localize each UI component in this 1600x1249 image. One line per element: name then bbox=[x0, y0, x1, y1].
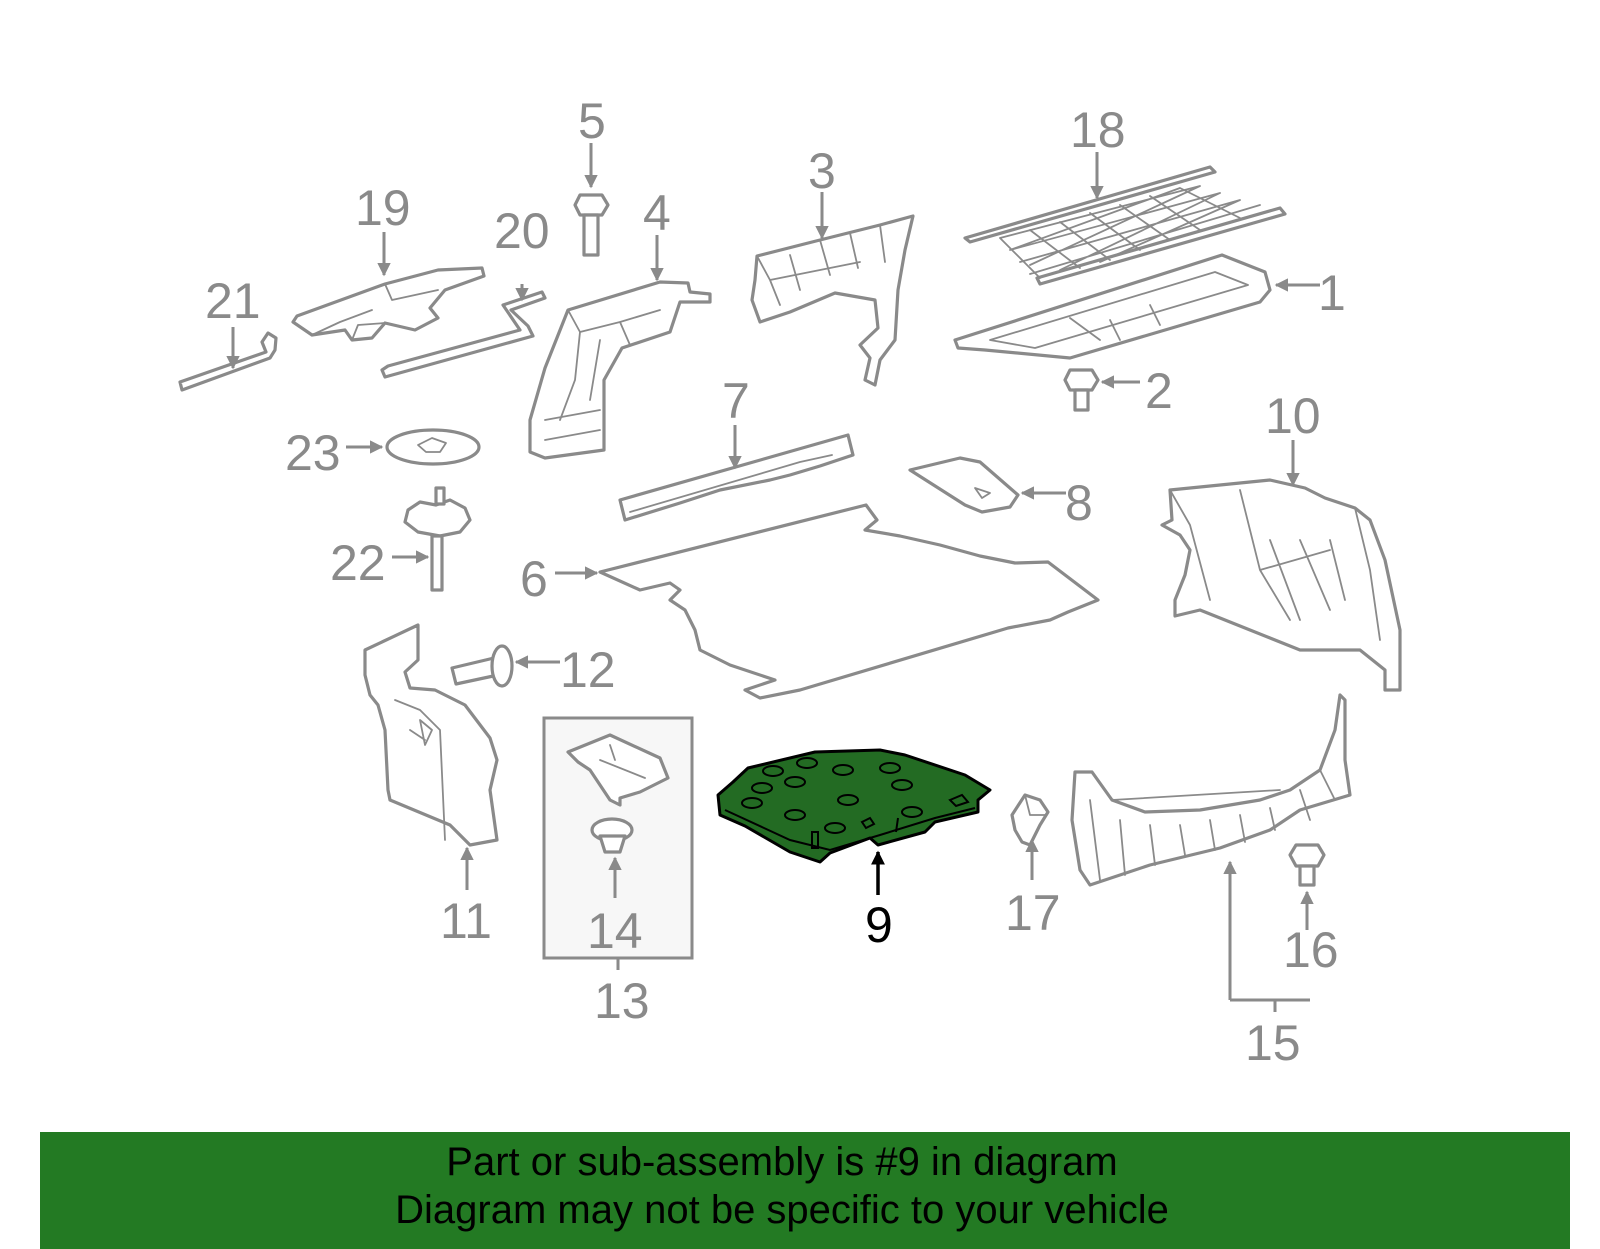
part-23-cover[interactable]: 23 bbox=[285, 425, 481, 481]
callout-3: 3 bbox=[808, 143, 836, 199]
callout-21: 21 bbox=[205, 273, 261, 329]
callout-7: 7 bbox=[722, 373, 750, 429]
callout-20: 20 bbox=[494, 203, 550, 259]
callout-14: 14 bbox=[587, 903, 643, 959]
part-12-pin[interactable]: 12 bbox=[450, 642, 616, 698]
callout-18: 18 bbox=[1070, 102, 1126, 158]
part-15-sill-plate[interactable]: 15 bbox=[1070, 693, 1352, 1071]
part-9-highlighted-tray[interactable]: 9 bbox=[716, 748, 992, 953]
callout-22: 22 bbox=[330, 535, 386, 591]
footer-part-note: Part or sub-assembly is #9 in diagram bbox=[446, 1140, 1118, 1184]
part-13-kit-group[interactable]: 14 13 bbox=[542, 716, 694, 1029]
callout-6: 6 bbox=[520, 551, 548, 607]
callout-17: 17 bbox=[1005, 885, 1061, 941]
callout-1: 1 bbox=[1318, 265, 1346, 321]
part-1-shelf[interactable]: 1 bbox=[953, 253, 1346, 360]
callout-11: 11 bbox=[440, 893, 492, 949]
footer-banner: Part or sub-assembly is #9 in diagram Di… bbox=[40, 1132, 1570, 1249]
part-2-bolt[interactable]: 2 bbox=[1063, 363, 1173, 419]
part-7-strip[interactable]: 7 bbox=[618, 373, 855, 522]
callout-4: 4 bbox=[643, 185, 671, 241]
callout-8: 8 bbox=[1065, 475, 1093, 531]
callout-16: 16 bbox=[1283, 922, 1339, 978]
part-16-bolt[interactable]: 16 bbox=[1283, 843, 1339, 978]
part-3-cover-trim[interactable]: 3 bbox=[750, 143, 915, 387]
part-8-small-cover[interactable]: 8 bbox=[908, 456, 1093, 531]
part-10-quarter-trim[interactable]: 10 bbox=[1160, 388, 1402, 692]
part-6-floor-mat[interactable]: 6 bbox=[520, 503, 1100, 700]
callout-15: 15 bbox=[1245, 1015, 1301, 1071]
callout-5: 5 bbox=[578, 93, 606, 149]
part-5-bolt[interactable]: 5 bbox=[573, 93, 610, 257]
callout-19: 19 bbox=[355, 180, 411, 236]
callout-9: 9 bbox=[865, 897, 893, 953]
part-11-side-panel[interactable]: 11 bbox=[363, 623, 499, 949]
footer-disclaimer: Diagram may not be specific to your vehi… bbox=[395, 1188, 1169, 1232]
part-21-jack-handle[interactable]: 21 bbox=[178, 273, 278, 392]
callout-13: 13 bbox=[594, 973, 650, 1029]
part-4-side-trim[interactable]: 4 bbox=[528, 185, 712, 460]
part-20-rod[interactable]: 20 bbox=[380, 203, 550, 379]
callout-10: 10 bbox=[1265, 388, 1321, 444]
part-17-clip[interactable]: 17 bbox=[1005, 793, 1061, 941]
callout-23: 23 bbox=[285, 425, 341, 481]
callout-12: 12 bbox=[560, 642, 616, 698]
part-18-cargo-net[interactable]: 18 bbox=[963, 102, 1287, 286]
callout-2: 2 bbox=[1145, 363, 1173, 419]
part-22-hold-down[interactable]: 22 bbox=[330, 486, 472, 592]
part-19-jack[interactable]: 19 bbox=[291, 180, 486, 342]
